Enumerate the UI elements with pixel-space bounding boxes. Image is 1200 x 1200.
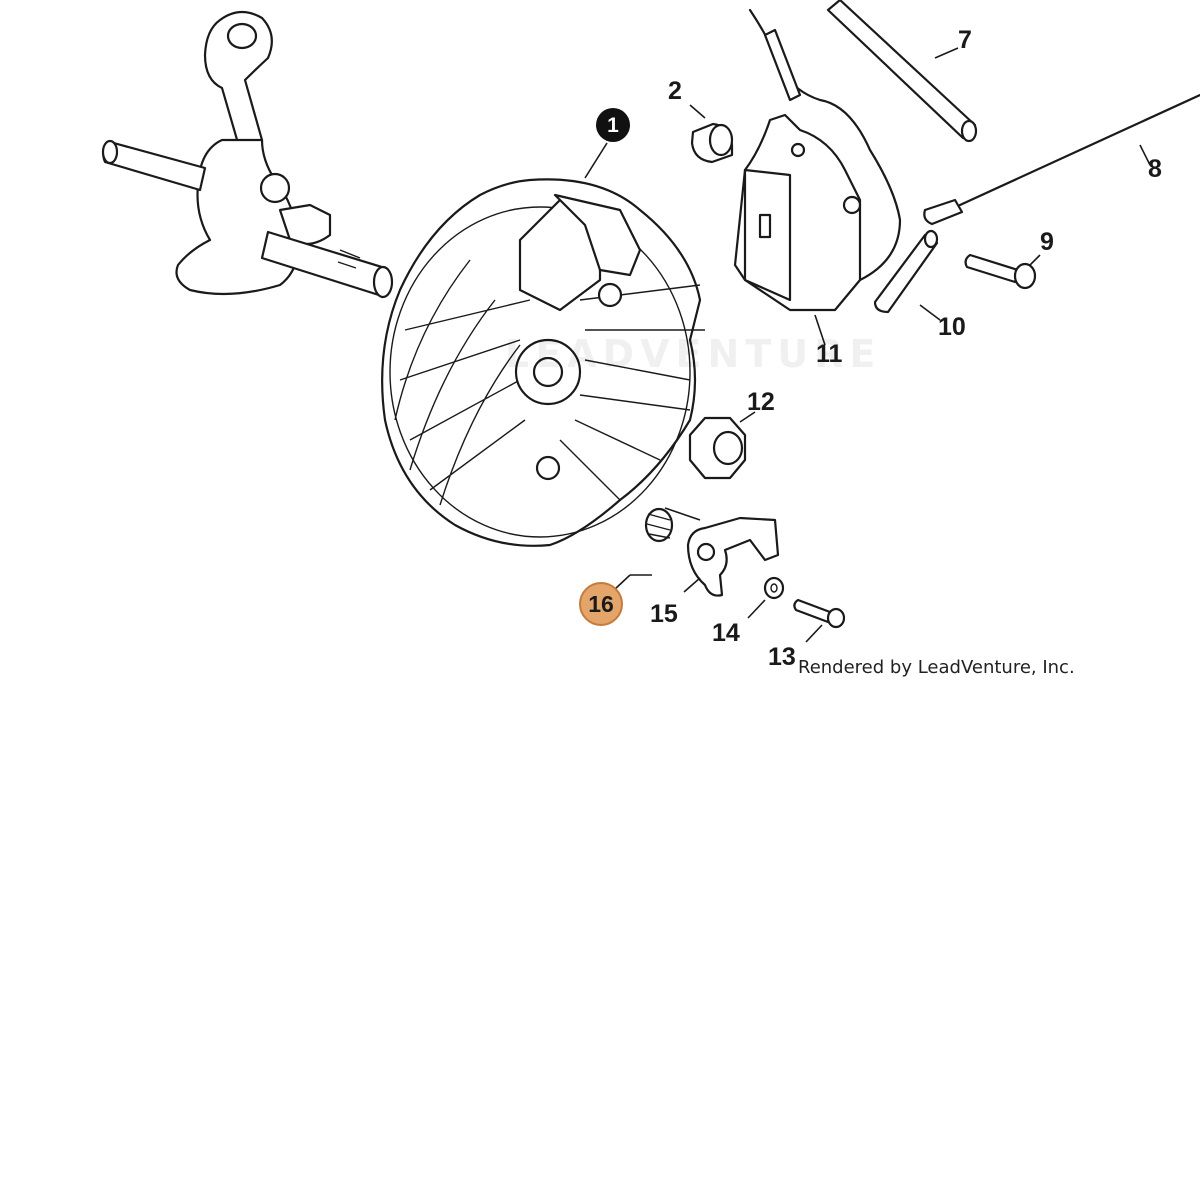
watermark-text: LEADVENTURE <box>505 332 882 376</box>
callout-9[interactable]: 9 <box>1040 228 1054 256</box>
credit-text: Rendered by LeadVenture, Inc. <box>798 657 1075 678</box>
part-12-nut[interactable] <box>688 416 747 480</box>
callout-12[interactable]: 12 <box>747 388 775 416</box>
callout-15[interactable]: 15 <box>650 600 678 628</box>
crankshaft-part[interactable] <box>101 10 394 299</box>
part-10-pin[interactable] <box>873 229 939 314</box>
callout-2[interactable]: 2 <box>668 77 682 105</box>
callout-16-badge[interactable]: 16 <box>579 582 623 626</box>
part-7-rod[interactable] <box>826 0 978 143</box>
callout-10[interactable]: 10 <box>938 313 966 341</box>
callout-8[interactable]: 8 <box>1148 155 1162 183</box>
part-9-screw[interactable] <box>964 253 1037 290</box>
callout-11[interactable]: 11 <box>816 340 843 368</box>
callout-7[interactable]: 7 <box>958 26 972 54</box>
part-13-screw[interactable] <box>793 598 846 629</box>
part-11-ignition-coil[interactable] <box>733 8 902 312</box>
callout-1-badge[interactable]: 1 <box>596 108 630 142</box>
callout-13[interactable]: 13 <box>768 643 796 671</box>
flywheel-part[interactable] <box>381 178 705 547</box>
part-8-cable[interactable] <box>923 93 1200 226</box>
part-14-washer[interactable] <box>763 576 785 600</box>
part-15-pawl[interactable] <box>686 516 780 597</box>
leader-lines <box>584 47 1151 643</box>
part-16-spring[interactable] <box>644 507 674 543</box>
part-2-sleeve[interactable] <box>690 122 734 164</box>
callout-14[interactable]: 14 <box>712 619 740 647</box>
